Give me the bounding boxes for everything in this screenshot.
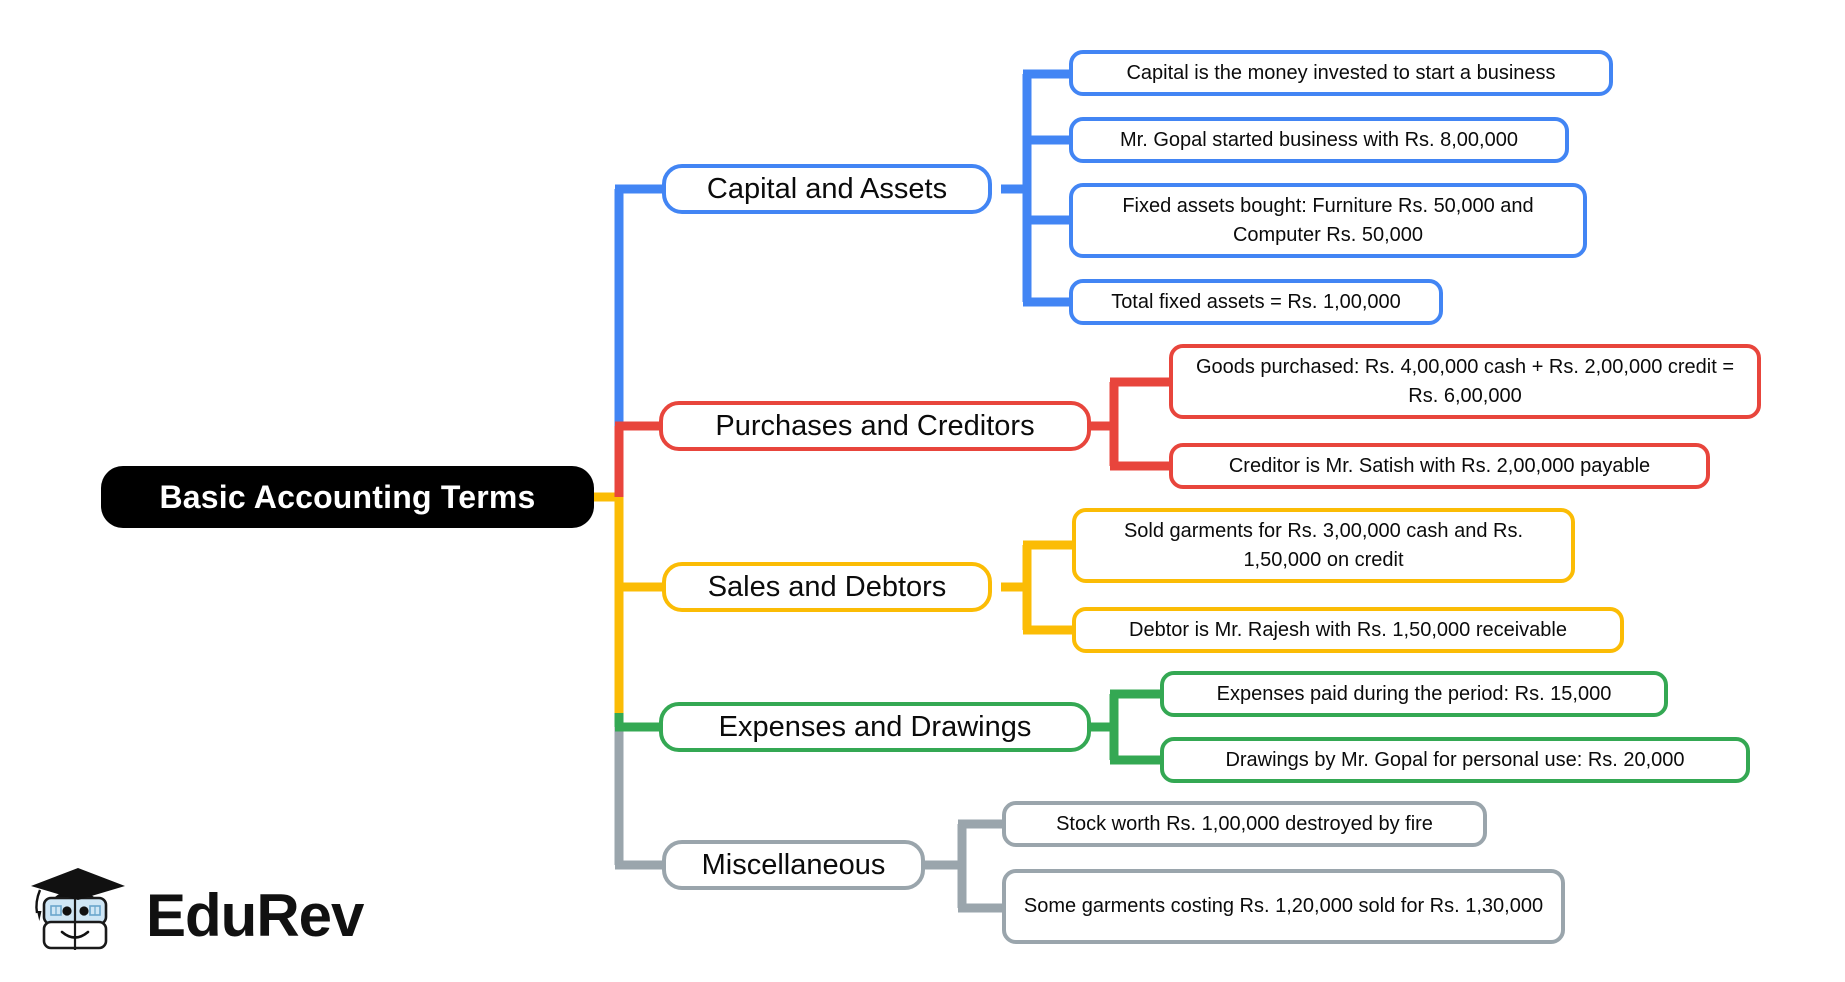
root-node-label: Basic Accounting Terms	[159, 478, 536, 515]
root-node-basic-accounting-terms[interactable]: Basic Accounting Terms	[101, 466, 594, 528]
leaf-node-creditor-satish[interactable]: Creditor is Mr. Satish with Rs. 2,00,000…	[1169, 443, 1710, 489]
branch-node-sales-and-debtors[interactable]: Sales and Debtors	[662, 562, 992, 612]
branch-label-miscellaneous: Miscellaneous	[701, 848, 886, 881]
leaf-label: Fixed assets bought: Furniture Rs. 50,00…	[1122, 194, 1534, 246]
branch-node-miscellaneous[interactable]: Miscellaneous	[662, 840, 925, 890]
leaf-node-sold-garments[interactable]: Sold garments for Rs. 3,00,000 cash and …	[1072, 508, 1575, 583]
leaf-node-garments-sold[interactable]: Some garments costing Rs. 1,20,000 sold …	[1002, 869, 1565, 944]
edurev-logo: EduRev	[28, 862, 364, 970]
branch-label-capital-and-assets: Capital and Assets	[706, 172, 948, 205]
leaf-label: Sold garments for Rs. 3,00,000 cash and …	[1123, 519, 1524, 571]
leaf-node-gopal-started-business[interactable]: Mr. Gopal started business with Rs. 8,00…	[1069, 117, 1569, 163]
leaf-label: Expenses paid during the period: Rs. 15,…	[1216, 682, 1612, 705]
leaf-node-total-fixed-assets[interactable]: Total fixed assets = Rs. 1,00,000	[1069, 279, 1443, 325]
leaf-node-drawings-gopal[interactable]: Drawings by Mr. Gopal for personal use: …	[1160, 737, 1750, 783]
leaf-label: Goods purchased: Rs. 4,00,000 cash + Rs.…	[1195, 355, 1735, 407]
edurev-wordmark: EduRev	[146, 882, 364, 949]
graduation-cap-book-mascot-icon	[31, 868, 125, 950]
branch-label-purchases-and-creditors: Purchases and Creditors	[715, 409, 1035, 442]
leaf-node-goods-purchased[interactable]: Goods purchased: Rs. 4,00,000 cash + Rs.…	[1169, 344, 1761, 419]
leaf-label: Some garments costing Rs. 1,20,000 sold …	[1023, 895, 1544, 917]
leaf-label: Mr. Gopal started business with Rs. 8,00…	[1120, 128, 1518, 151]
leaf-label: Total fixed assets = Rs. 1,00,000	[1111, 290, 1401, 313]
branch-label-expenses-and-drawings: Expenses and Drawings	[718, 710, 1032, 743]
leaf-node-debtor-rajesh[interactable]: Debtor is Mr. Rajesh with Rs. 1,50,000 r…	[1072, 607, 1624, 653]
branch-node-expenses-and-drawings[interactable]: Expenses and Drawings	[659, 702, 1091, 752]
leaf-node-expenses-paid[interactable]: Expenses paid during the period: Rs. 15,…	[1160, 671, 1668, 717]
leaf-node-stock-destroyed-by-fire[interactable]: Stock worth Rs. 1,00,000 destroyed by fi…	[1002, 801, 1487, 847]
leaf-node-fixed-assets-bought[interactable]: Fixed assets bought: Furniture Rs. 50,00…	[1069, 183, 1587, 258]
leaf-label: Capital is the money invested to start a…	[1126, 61, 1556, 84]
leaf-label: Debtor is Mr. Rajesh with Rs. 1,50,000 r…	[1129, 618, 1567, 641]
leaf-node-capital-definition[interactable]: Capital is the money invested to start a…	[1069, 50, 1613, 96]
leaf-label: Drawings by Mr. Gopal for personal use: …	[1225, 748, 1685, 771]
leaf-label: Stock worth Rs. 1,00,000 destroyed by fi…	[1056, 812, 1433, 835]
leaf-label: Creditor is Mr. Satish with Rs. 2,00,000…	[1228, 454, 1651, 477]
branch-label-sales-and-debtors: Sales and Debtors	[707, 570, 947, 603]
branch-node-capital-and-assets[interactable]: Capital and Assets	[662, 164, 992, 214]
branch-node-purchases-and-creditors[interactable]: Purchases and Creditors	[659, 401, 1091, 451]
